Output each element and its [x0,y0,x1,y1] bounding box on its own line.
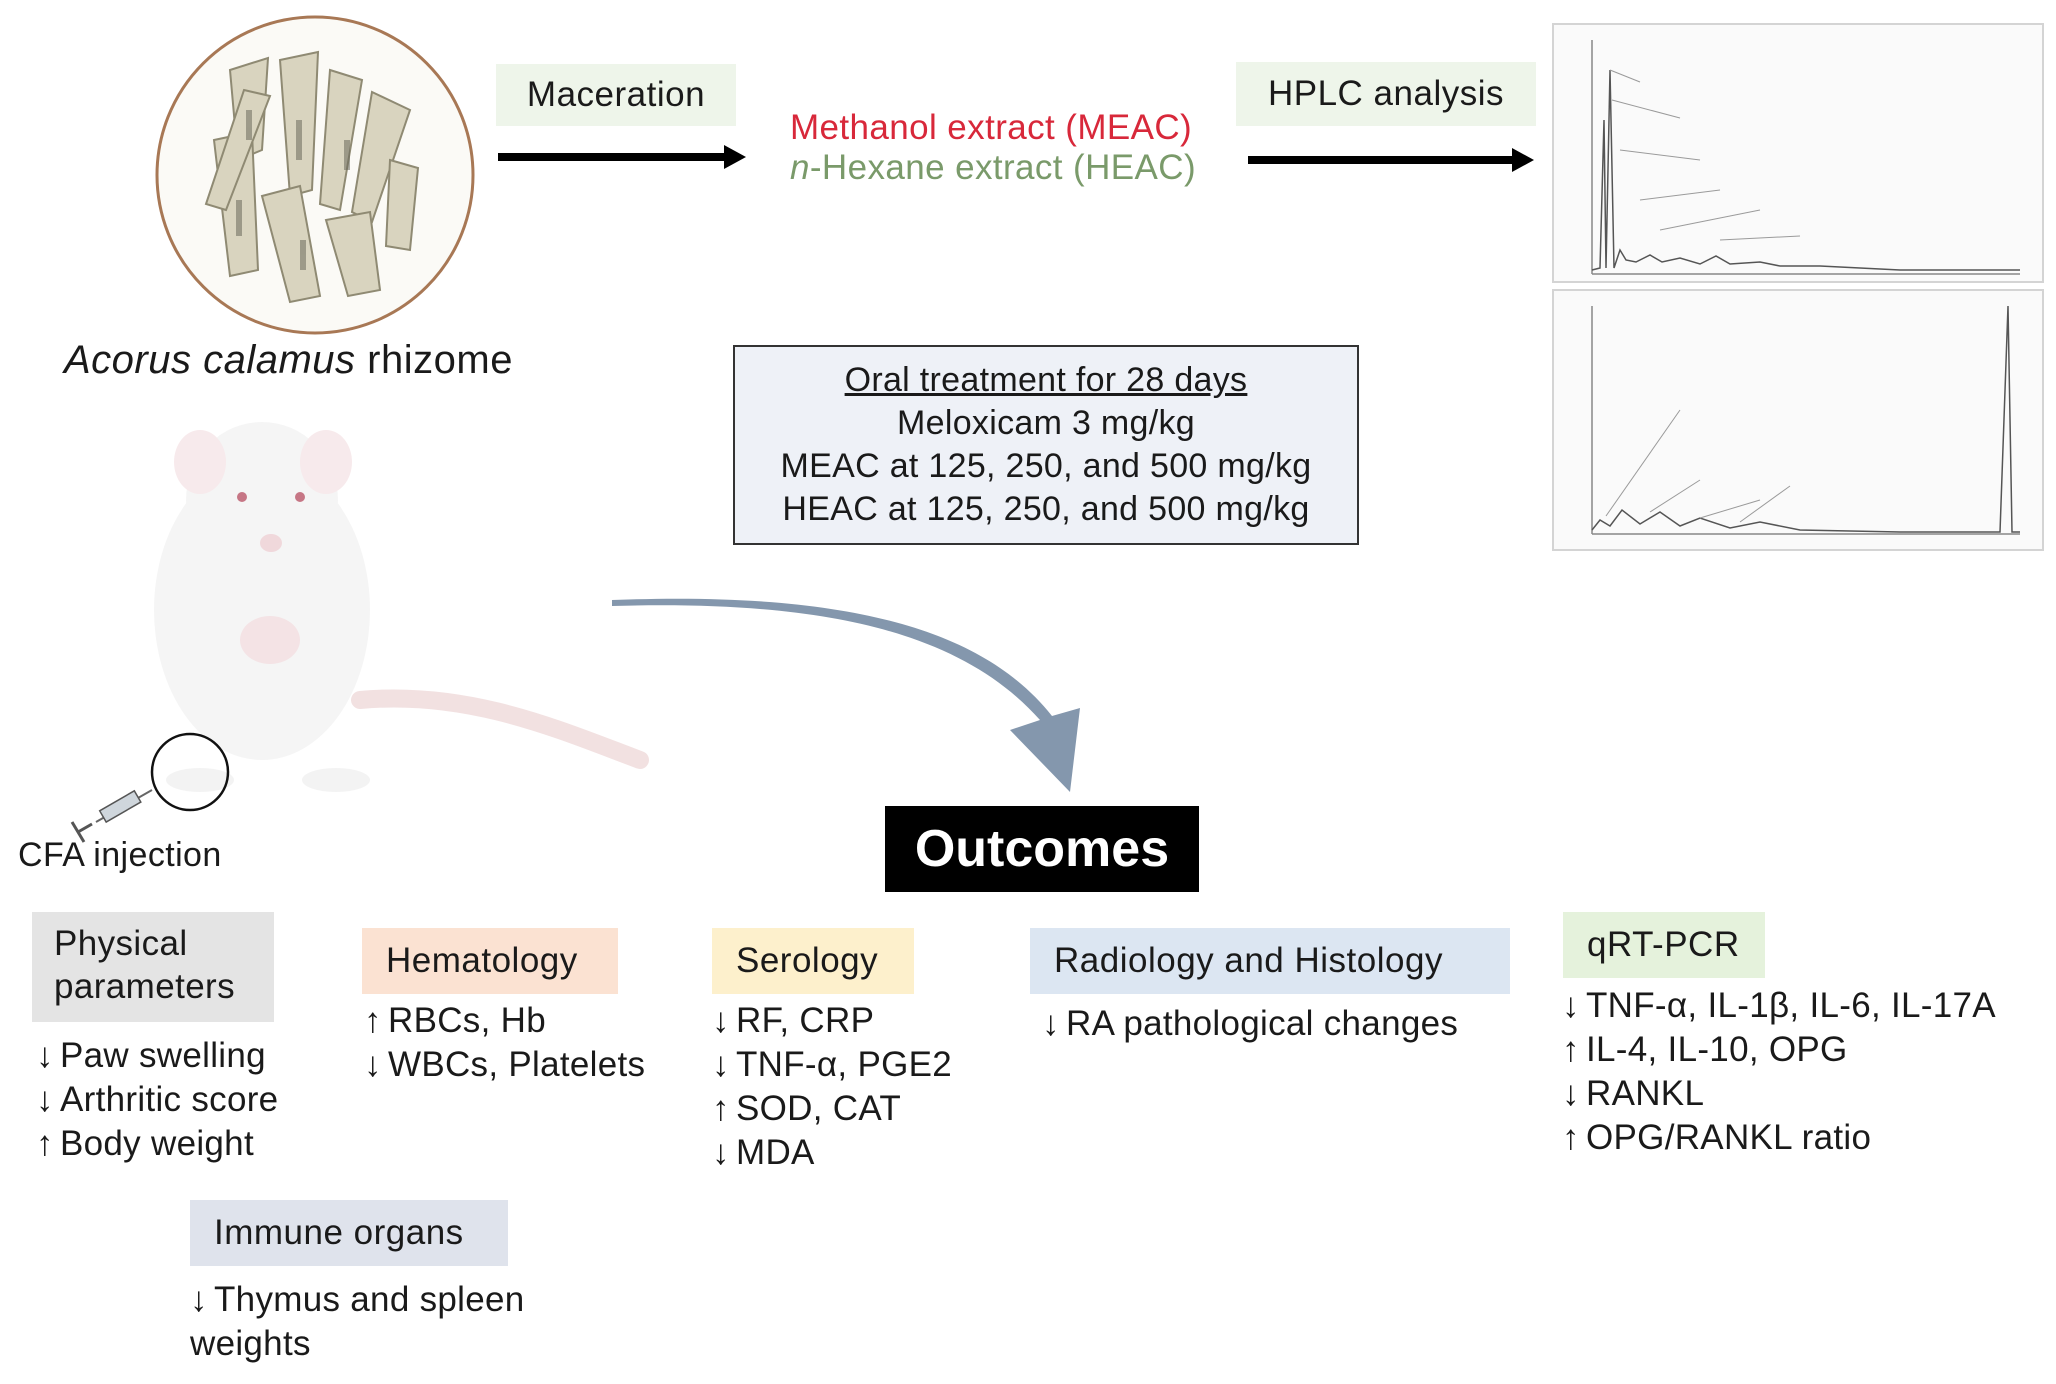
radiology-header: Radiology and Histology [1030,928,1510,994]
maceration-text: Maceration [526,75,706,114]
maceration-label: Maceration [496,64,736,126]
hplc-chromatogram-2 [1552,289,2044,551]
serology-list: ↓RF, CRP ↓TNF-α, PGE2 ↑SOD, CAT ↓MDA [712,999,952,1175]
hexane-extract-label: n-Hexane extract (HEAC) [790,148,1197,187]
list-item: ↓WBCs, Platelets [364,1045,646,1084]
list-item: ↓RF, CRP [712,1001,875,1040]
outcomes-title: Outcomes [885,806,1199,892]
hplc-label: HPLC analysis [1236,62,1536,126]
hplc-chromatogram-1 [1552,23,2044,283]
treatment-box: Oral treatment for 28 days Meloxicam 3 m… [733,345,1359,545]
hplc-text: HPLC analysis [1267,74,1505,113]
list-item: ↑IL-4, IL-10, OPG [1562,1030,1848,1069]
treatment-line-2: MEAC at 125, 250, and 500 mg/kg [780,447,1312,485]
list-item: ↓TNF-α, PGE2 [712,1045,953,1084]
list-item: ↓Paw swelling [36,1036,266,1075]
rhizome-image [155,15,475,335]
treatment-title: Oral treatment for 28 days [844,361,1248,399]
physical-list: ↓Paw swelling ↓Arthritic score ↑Body wei… [36,1034,278,1166]
list-item: ↑OPG/RANKL ratio [1562,1118,1872,1157]
serology-header: Serology [712,928,914,994]
hematology-list: ↑RBCs, Hb ↓WBCs, Platelets [364,999,645,1087]
list-item: ↑RBCs, Hb [364,1001,546,1040]
arrow-hplc [1248,148,1534,172]
syringe-icon [70,732,230,843]
treatment-line-1: Meloxicam 3 mg/kg [897,404,1195,442]
list-item: ↓MDA [712,1133,815,1172]
source-caption-rest: rhizome [355,338,513,382]
list-item: ↓Thymus and spleen [190,1280,525,1319]
qrtpcr-header: qRT-PCR [1563,912,1765,978]
qrtpcr-list: ↓TNF-α, IL-1β, IL-6, IL-17A ↑IL-4, IL-10… [1562,984,1996,1160]
cfa-injection-label: CFA injection [18,836,222,874]
arrow-maceration [498,145,746,169]
physical-header: Physical parameters [32,912,274,1022]
immune-header: Immune organs [190,1200,508,1266]
list-item: ↓TNF-α, IL-1β, IL-6, IL-17A [1562,986,1996,1025]
curved-arrow [612,598,1080,792]
treatment-line-3: HEAC at 125, 250, and 500 mg/kg [782,490,1310,528]
list-item: ↓Arthritic score [36,1080,279,1119]
methanol-extract-label: Methanol extract (MEAC) [790,108,1193,147]
hematology-header: Hematology [362,928,618,994]
list-item: ↑SOD, CAT [712,1089,902,1128]
list-item: ↑Body weight [36,1124,254,1163]
immune-list: ↓Thymus and spleen weights [190,1278,525,1366]
radiology-list: ↓RA pathological changes [1042,1002,1458,1046]
source-caption: Acorus calamus rhizome [64,338,513,383]
list-item-continuation: weights [190,1324,311,1363]
rat-illustration [154,422,649,792]
list-item: ↓RANKL [1562,1074,1705,1113]
source-caption-italic: Acorus calamus [64,338,356,382]
list-item: ↓RA pathological changes [1042,1004,1459,1043]
